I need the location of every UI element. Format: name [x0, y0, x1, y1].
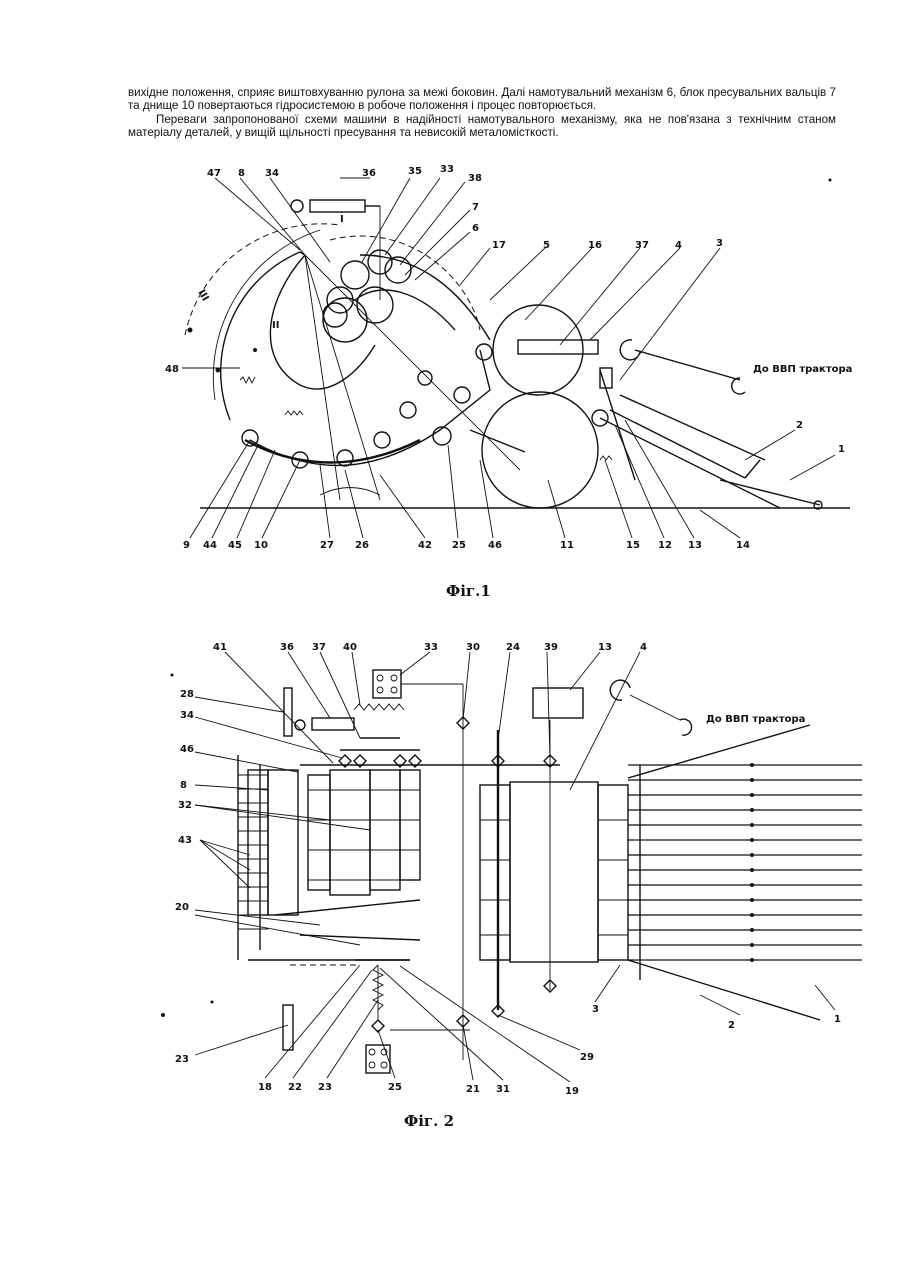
- fig2-label: 24: [506, 642, 520, 653]
- fig1-label: 47: [207, 168, 221, 179]
- fig1-label: 2: [796, 420, 803, 431]
- fig2-label: 32: [178, 800, 192, 811]
- fig1-note: До ВВП трактора: [753, 364, 852, 375]
- fig1-label: 25: [452, 540, 466, 551]
- fig2-label: 37: [312, 642, 326, 653]
- fig1-label: 15: [626, 540, 640, 551]
- fig1-label: 34: [265, 168, 279, 179]
- fig1-label: 37: [635, 240, 649, 251]
- fig2-label: 29: [580, 1052, 594, 1063]
- fig1-label: 6: [472, 223, 479, 234]
- fig1-label: 42: [418, 540, 432, 551]
- fig2-label: 21: [466, 1084, 480, 1095]
- fig1-label: 7: [472, 202, 479, 213]
- fig1-label: 17: [492, 240, 506, 251]
- fig1-label: 1: [838, 444, 845, 455]
- fig2-label: 33: [424, 642, 438, 653]
- fig2-label: 8: [180, 780, 187, 791]
- fig2-label: 43: [178, 835, 192, 846]
- fig2-label: 25: [388, 1082, 402, 1093]
- fig1-label: 26: [355, 540, 369, 551]
- fig2-label: 22: [288, 1082, 302, 1093]
- fig2-label: 1: [834, 1014, 841, 1025]
- fig1-label: 14: [736, 540, 750, 551]
- fig2-label: 23: [318, 1082, 332, 1093]
- fig1-label: 11: [560, 540, 574, 551]
- fig1-label: 16: [588, 240, 602, 251]
- fig1-label: 44: [203, 540, 217, 551]
- fig1-roman-label: II: [272, 320, 279, 331]
- fig1-label: 45: [228, 540, 242, 551]
- fig1-label: 10: [254, 540, 268, 551]
- fig2-label: 23: [175, 1054, 189, 1065]
- fig2-label: 28: [180, 689, 194, 700]
- fig2-label: 30: [466, 642, 480, 653]
- fig2-label: 31: [496, 1084, 510, 1095]
- fig1-label: 35: [408, 166, 422, 177]
- fig1-label: 12: [658, 540, 672, 551]
- fig1-label: 3: [716, 238, 723, 249]
- fig2-label: 18: [258, 1082, 272, 1093]
- fig1-label: 46: [488, 540, 502, 551]
- fig2-label: 41: [213, 642, 227, 653]
- fig2-label: 34: [180, 710, 194, 721]
- fig1-label: 33: [440, 164, 454, 175]
- fig1-label: 8: [238, 168, 245, 179]
- fig1-label: 48: [165, 364, 179, 375]
- fig2-label: 46: [180, 744, 194, 755]
- fig1-label: 38: [468, 173, 482, 184]
- fig2-label: 39: [544, 642, 558, 653]
- fig1-caption: Фіг.1: [446, 582, 491, 600]
- fig2-note: До ВВП трактора: [706, 714, 805, 725]
- fig2-label: 20: [175, 902, 189, 913]
- fig2-label: 4: [640, 642, 647, 653]
- fig1-roman-label: I: [340, 214, 344, 225]
- fig1-label: 9: [183, 540, 190, 551]
- fig1-label: 13: [688, 540, 702, 551]
- fig1-label: 4: [675, 240, 682, 251]
- fig2-label: 3: [592, 1004, 599, 1015]
- fig2-label: 19: [565, 1086, 579, 1097]
- fig1-label: 27: [320, 540, 334, 551]
- fig2-label: 2: [728, 1020, 735, 1031]
- fig1-label: 36: [362, 168, 376, 179]
- fig1-label: 5: [543, 240, 550, 251]
- fig2-label: 40: [343, 642, 357, 653]
- fig2-label: 13: [598, 642, 612, 653]
- fig2-caption: Фіг. 2: [404, 1112, 454, 1130]
- fig2-label: 36: [280, 642, 294, 653]
- fig1-roman-label: III: [195, 288, 210, 303]
